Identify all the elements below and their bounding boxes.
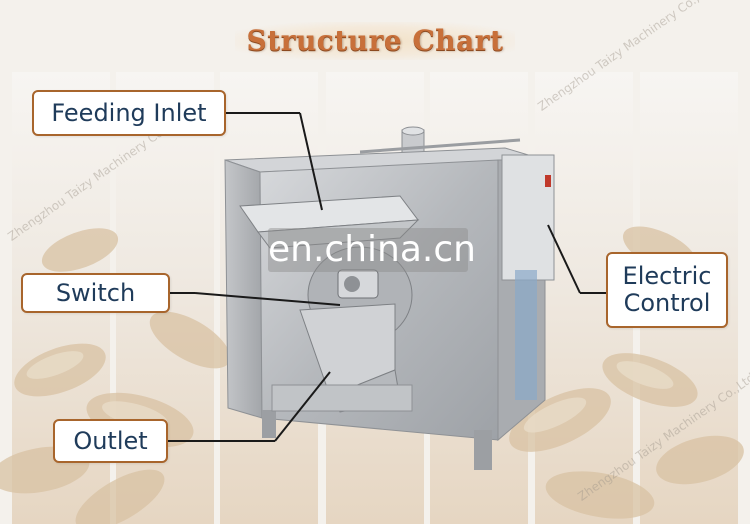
label-outlet: Outlet	[53, 419, 168, 463]
watermark-center: en.china.cn	[268, 228, 476, 272]
label-switch: Switch	[21, 273, 170, 313]
diagram-title: Structure Chart	[246, 24, 504, 57]
label-feeding-inlet: Feeding Inlet	[32, 90, 226, 136]
title-banner: Structure Chart	[235, 18, 515, 64]
label-electric-control: Electric Control	[606, 252, 728, 328]
